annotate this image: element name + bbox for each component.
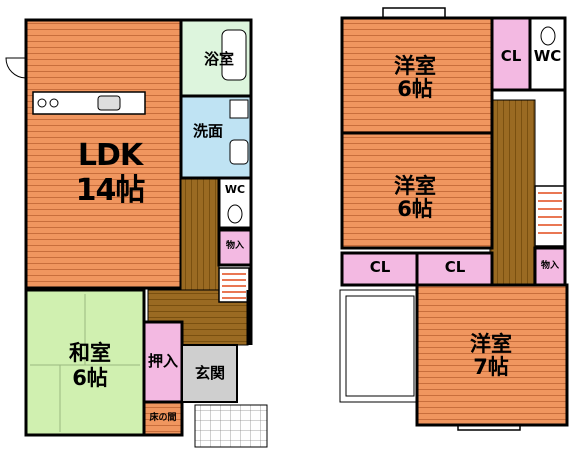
bath-label: 浴室 <box>203 50 234 68</box>
closet-top-label: CL <box>500 47 522 65</box>
washroom-label: 洗面 <box>192 122 223 140</box>
room-a-label: 洋室 <box>394 54 436 78</box>
storage-label-2f: 物入 <box>540 261 559 271</box>
closet-left <box>340 251 419 287</box>
ldk-size-label: 14帖 <box>75 173 146 208</box>
stove-burner-icon <box>37 98 47 108</box>
exterior-wall-1f <box>26 18 253 345</box>
toilet-icon <box>227 204 243 224</box>
balcony-inner <box>345 295 415 397</box>
closet-left-label: CL <box>369 258 391 276</box>
room-c-size-label: 7帖 <box>473 355 509 379</box>
washitsu-label: 和室 <box>69 341 111 365</box>
sink-icon <box>97 95 121 111</box>
yoshitsu-b <box>340 131 494 250</box>
tokonoma-label: 床の間 <box>149 413 177 423</box>
room-b-label: 洋室 <box>394 174 436 198</box>
room-c-label: 洋室 <box>470 332 512 356</box>
wc-label-2f: WC <box>533 47 562 65</box>
oshiire-label: 押入 <box>147 352 178 370</box>
washing-machine-icon <box>229 99 249 119</box>
washitsu-size-label: 6帖 <box>72 366 108 390</box>
stairs-2f <box>534 185 566 247</box>
stairs <box>218 267 250 303</box>
closet-right-label: CL <box>444 258 466 276</box>
toilet-icon <box>540 26 556 46</box>
hallway-floor <box>180 177 220 291</box>
tokonoma-alcove <box>142 400 184 437</box>
balcony <box>339 289 421 403</box>
floor-2 <box>339 7 569 431</box>
hallway-2f <box>489 99 536 286</box>
exterior-wall-2f <box>342 16 567 285</box>
room-a-size-label: 6帖 <box>397 77 433 101</box>
entrance-porch <box>194 404 268 448</box>
bathtub-icon <box>221 29 247 81</box>
yoshitsu-c <box>415 283 569 427</box>
genkan-entrance <box>181 344 238 403</box>
room-b-size-label: 6帖 <box>397 197 433 221</box>
door-swing-icon <box>5 57 27 79</box>
ldk-room <box>24 18 183 290</box>
floor-1 <box>5 18 268 448</box>
genkan-label: 玄関 <box>194 364 225 382</box>
storage-label-1f: 物入 <box>225 241 244 251</box>
stove-burner-icon <box>49 98 59 108</box>
ldk-label: LDK <box>77 138 143 173</box>
wc-label-1f: WC <box>224 183 246 196</box>
closet-right <box>415 251 494 287</box>
wash-basin-icon <box>229 139 249 165</box>
yoshitsu-a <box>340 16 494 135</box>
